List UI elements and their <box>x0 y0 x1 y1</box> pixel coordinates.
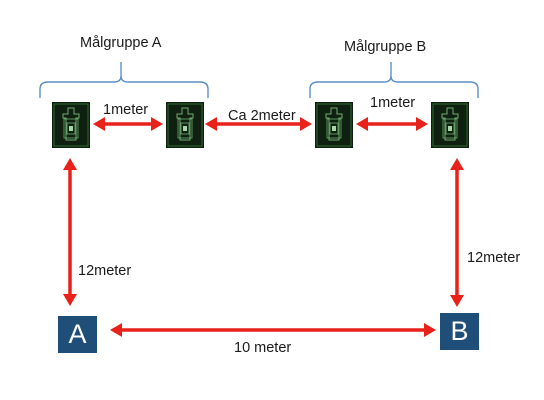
bracket-group-a <box>39 62 209 98</box>
distance-label-between-groups: Ca 2meter <box>228 108 296 124</box>
group-a-label: Målgruppe A <box>80 35 162 51</box>
group-b-label: Målgruppe B <box>344 39 427 55</box>
arrow-right-side <box>450 158 464 307</box>
arrow-group-a-spacing <box>93 117 163 131</box>
target-b2-icon <box>430 101 470 149</box>
distance-label-left-side: 12meter <box>78 263 132 279</box>
arrow-left-side <box>63 158 77 306</box>
bracket-group-b <box>309 62 479 98</box>
arrow-bottom <box>110 323 436 337</box>
target-a2-icon <box>165 101 205 149</box>
distance-label-a-pair: 1meter <box>103 102 149 118</box>
arrow-group-b-spacing <box>356 117 428 131</box>
distance-label-b-pair: 1meter <box>370 95 416 111</box>
target-b1-icon <box>314 101 354 149</box>
target-a1-icon <box>51 101 91 149</box>
arrow-between-groups <box>205 117 312 131</box>
distance-label-bottom: 10 meter <box>234 340 292 356</box>
position-b-box: B <box>440 313 479 350</box>
distance-label-right-side: 12meter <box>467 250 521 266</box>
position-a-box: A <box>58 316 97 353</box>
